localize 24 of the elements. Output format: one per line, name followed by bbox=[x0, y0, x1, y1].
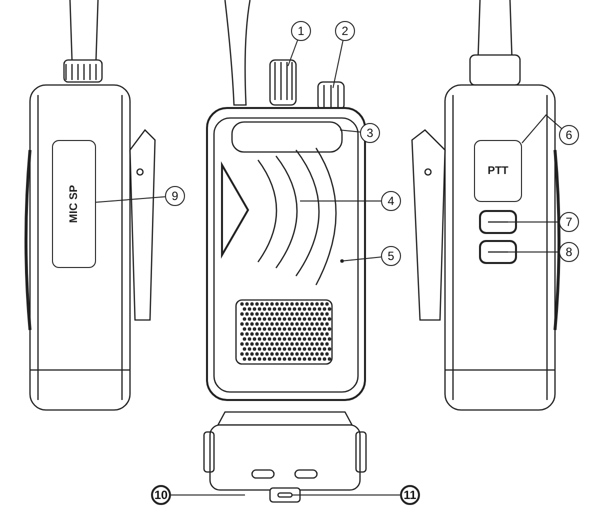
callout-number: 8 bbox=[559, 242, 579, 262]
callout-number: 2 bbox=[335, 21, 355, 41]
part-label: PTT bbox=[488, 165, 508, 177]
callout-number: 10 bbox=[151, 485, 171, 505]
leader-line bbox=[96, 196, 166, 203]
leader-line bbox=[300, 200, 382, 202]
callout-number: 3 bbox=[360, 123, 380, 143]
callout-number: 6 bbox=[559, 125, 579, 145]
callout-number: 1 bbox=[291, 21, 311, 41]
callout-number: 5 bbox=[381, 246, 401, 266]
leader-line bbox=[292, 494, 400, 496]
leader-line bbox=[288, 40, 298, 66]
leader-line bbox=[522, 114, 562, 144]
leader-line bbox=[340, 130, 361, 132]
leader-line bbox=[340, 256, 382, 263]
callout-number: 7 bbox=[559, 212, 579, 232]
ptt-button bbox=[474, 140, 522, 202]
cover-panel bbox=[52, 140, 96, 268]
callout-number: 11 bbox=[400, 485, 420, 505]
leader-line bbox=[332, 40, 344, 88]
callout-number: 4 bbox=[381, 191, 401, 211]
leader-line bbox=[170, 494, 246, 496]
part-label: MIC SP bbox=[68, 185, 80, 223]
callout-number: 9 bbox=[165, 186, 185, 206]
